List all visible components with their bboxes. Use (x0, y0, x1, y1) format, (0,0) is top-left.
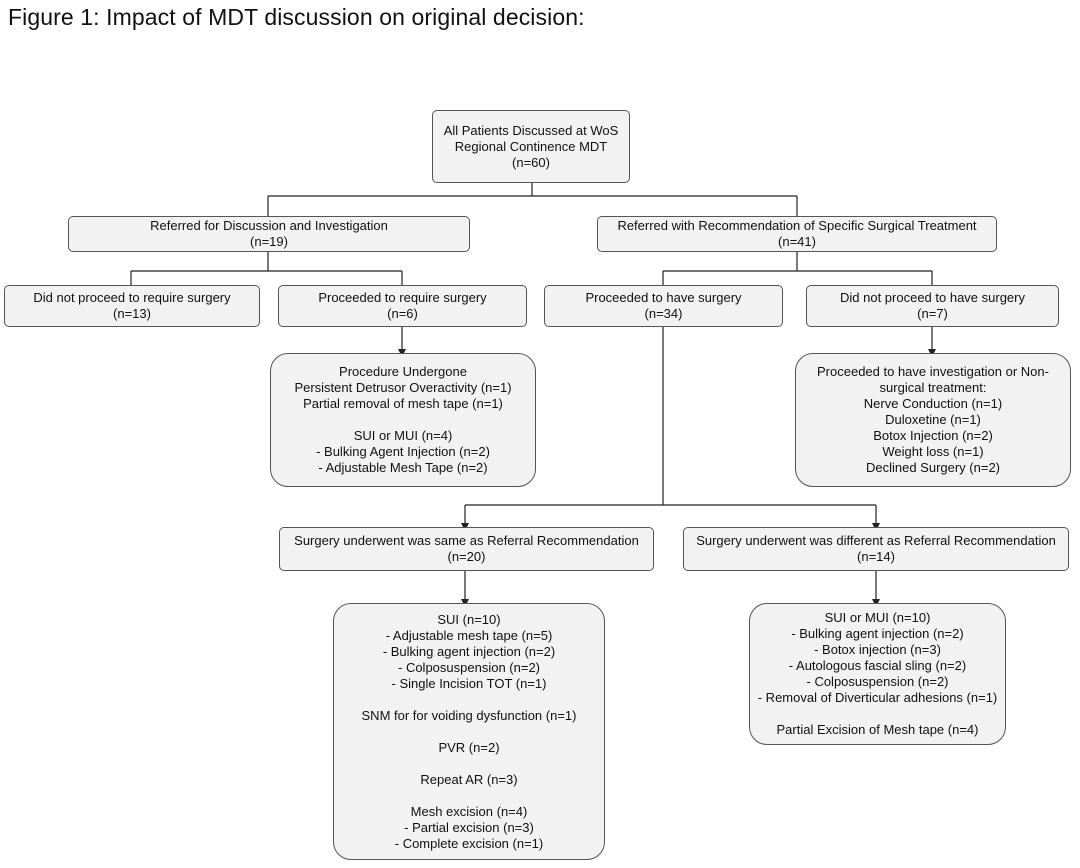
node-text-line: - Colposuspension (n=2) (806, 674, 949, 689)
node-text-line: Partial Excision of Mesh tape (n=4) (776, 722, 979, 737)
node-text-line: Mesh excision (n=4) (410, 803, 528, 819)
node-text-line: Did not proceed to require surgery (33, 290, 231, 305)
node-text-line: - Removal of Diverticular adhesions (n=1… (757, 690, 998, 705)
node-text-line: - Bulking agent injection (n=2) (382, 643, 556, 659)
node-text-line: Partial removal of mesh tape (n=1) (303, 396, 503, 411)
node-referred-surgical: Referred with Recommendation of Specific… (597, 216, 997, 252)
node-text-line: Duloxetine (n=1) (885, 412, 981, 427)
node-text-line: - Single Incision TOT (n=1) (391, 675, 547, 691)
node-text-line: Weight loss (n=1) (882, 444, 984, 459)
node-text-line: (n=19) (250, 234, 288, 249)
node-text-line: Surgery underwent was different as Refer… (696, 533, 1056, 548)
node-proceeded-require: Proceeded to require surgery(n=6) (278, 285, 527, 327)
node-text-line: - Adjustable mesh tape (n=5) (385, 627, 553, 643)
node-text-line: Did not proceed to have surgery (840, 290, 1025, 305)
node-text-line: - Colposuspension (n=2) (398, 659, 540, 675)
node-text-line: SUI or MUI (n=4) (353, 428, 453, 443)
node-text-line: - Complete excision (n=1) (394, 835, 544, 851)
node-text-line: (n=60) (512, 154, 550, 170)
node-referred-discussion: Referred for Discussion and Investigatio… (68, 216, 470, 252)
node-investigation-nonsurgical: Proceeded to have investigation or Non-s… (795, 353, 1071, 487)
node-text-line: (n=41) (778, 234, 816, 249)
node-text-line: Proceeded to require surgery (318, 290, 487, 305)
node-text-line: Declined Surgery (n=2) (865, 460, 1001, 475)
node-text-line: PVR (n=2) (438, 739, 500, 755)
node-text-line: - Autologous fascial sling (n=2) (788, 658, 967, 673)
node-text-line: Botox Injection (n=2) (873, 428, 993, 443)
node-text-line: Nerve Conduction (n=1) (863, 396, 1003, 411)
node-text-line: - Bulking Agent Injection (n=2) (316, 444, 490, 459)
node-same-as-referral: Surgery underwent was same as Referral R… (279, 527, 654, 571)
node-text-line: Proceeded to have investigation or Non- (817, 364, 1049, 379)
node-text-line: - Bulking agent injection (n=2) (791, 626, 964, 641)
node-text-line: Repeat AR (n=3) (420, 771, 518, 787)
node-text-line: - Partial excision (n=3) (404, 819, 534, 835)
node-different-details: SUI or MUI (n=10)- Bulking agent injecti… (749, 603, 1006, 745)
node-text-line: Procedure Undergone (339, 364, 467, 379)
node-different-as-referral: Surgery underwent was different as Refer… (683, 527, 1069, 571)
node-text-line: (n=6) (387, 306, 418, 321)
node-text-line: (n=14) (857, 549, 895, 564)
node-not-proceed-require: Did not proceed to require surgery(n=13) (4, 285, 260, 327)
node-text-line: Regional Continence MDT (454, 138, 608, 154)
node-text-line: Proceeded to have surgery (585, 290, 742, 305)
node-text-line: SUI (n=10) (437, 611, 501, 627)
node-text-line: SNM for for voiding dysfunction (n=1) (361, 707, 577, 723)
node-text-line: surgical treatment: (879, 380, 987, 395)
node-text-line: - Adjustable Mesh Tape (n=2) (318, 460, 488, 475)
node-not-proceed-have: Did not proceed to have surgery(n=7) (806, 285, 1059, 327)
node-text-line: - Botox injection (n=3) (814, 642, 941, 657)
node-same-details: SUI (n=10)- Adjustable mesh tape (n=5)- … (333, 603, 605, 860)
node-text-line: (n=20) (447, 549, 486, 564)
node-text-line: Referred for Discussion and Investigatio… (150, 218, 388, 233)
node-proceeded-have: Proceeded to have surgery(n=34) (544, 285, 783, 327)
figure-title: Figure 1: Impact of MDT discussion on or… (8, 4, 585, 30)
node-text-line: SUI or MUI (n=10) (824, 610, 931, 625)
node-text-line: (n=13) (113, 306, 151, 321)
node-text-line: Persistent Detrusor Overactivity (n=1) (294, 380, 512, 395)
node-text-line: Surgery underwent was same as Referral R… (294, 533, 639, 548)
node-text-line: (n=34) (644, 306, 683, 321)
node-text-line: All Patients Discussed at WoS (443, 122, 619, 138)
node-text-line: Referred with Recommendation of Specific… (617, 218, 977, 233)
node-text-line: (n=7) (917, 306, 948, 321)
